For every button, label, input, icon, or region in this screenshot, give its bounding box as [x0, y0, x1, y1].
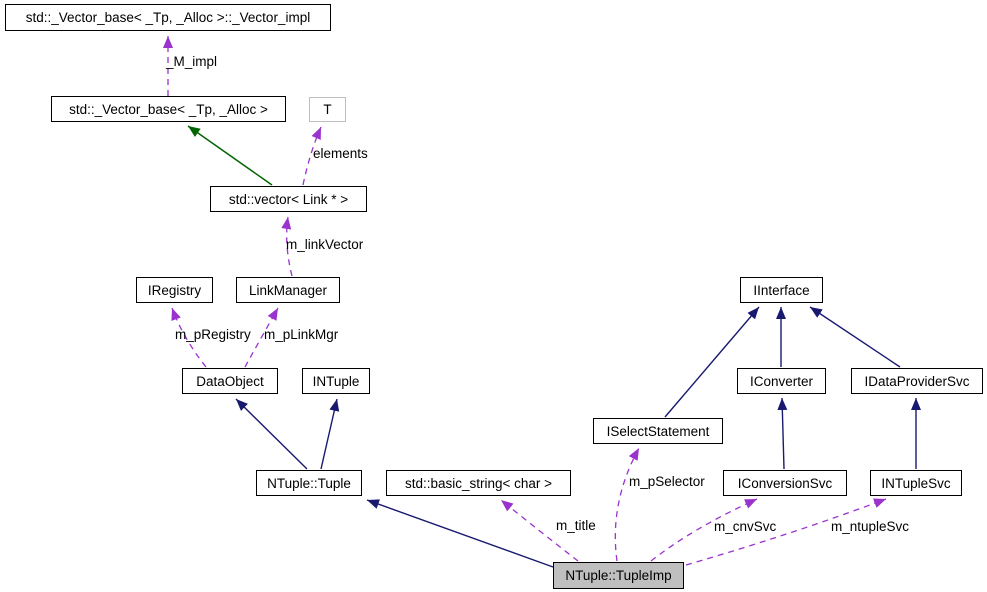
- edge-label-m-pregistry: m_pRegistry: [175, 327, 251, 342]
- class-node-t-param: T: [309, 97, 346, 122]
- edge-m-pselector: [614, 447, 640, 562]
- class-node-ntuple-tupleimp-focus: NTuple::TupleImp: [553, 562, 684, 589]
- class-node-dataobject[interactable]: DataObject: [182, 368, 278, 394]
- edge-m-pregistry: [171, 307, 207, 368]
- edge-m-title: [500, 499, 579, 562]
- edge-label-elements: elements: [313, 146, 368, 161]
- edge-elements: [302, 126, 322, 186]
- edge-m-cnvsvc: [650, 498, 758, 562]
- class-node-basic-string[interactable]: std::basic_string< char >: [386, 470, 571, 496]
- class-node-iselectstatement[interactable]: ISelectStatement: [593, 418, 723, 444]
- edge-label-m-linkvector: m_linkVector: [286, 237, 364, 252]
- edge-m-linkvector: [281, 216, 293, 277]
- class-node-vector-link[interactable]: std::vector< Link * >: [210, 186, 367, 212]
- edge-label-m-ntuplesvc: m_ntupleSvc: [831, 519, 910, 534]
- edge-idataprovidersvc-inherits-iinterface: [809, 306, 901, 368]
- edge-tuple-inherits-dataobject: [235, 398, 308, 470]
- class-node-linkmanager[interactable]: LinkManager: [236, 277, 340, 303]
- class-node-vector-impl[interactable]: std::_Vector_base< _Tp, _Alloc >::_Vecto…: [5, 4, 331, 31]
- edge-m-plinkmgr: [244, 307, 279, 368]
- class-node-intuplesvc[interactable]: INTupleSvc: [870, 470, 962, 496]
- class-node-iinterface[interactable]: IInterface: [740, 277, 823, 303]
- edge-tuple-inherits-intuple: [320, 398, 340, 470]
- edge-label-m-impl: _M_impl: [166, 54, 218, 69]
- class-node-iconversionsvc[interactable]: IConversionSvc: [723, 470, 847, 496]
- class-node-vector-base[interactable]: std::_Vector_base< _Tp, _Alloc >: [51, 96, 286, 122]
- edge-label-m-plinkmgr: m_pLinkMgr: [264, 327, 339, 342]
- edge-label-m-pselector: m_pSelector: [629, 474, 705, 489]
- edge-iconversionsvc-inherits-iconverter: [777, 397, 788, 470]
- edge-iselectstatement-inherits-iinterface: [664, 306, 760, 418]
- class-node-iregistry[interactable]: IRegistry: [136, 277, 213, 303]
- class-node-ntuple-tuple[interactable]: NTuple::Tuple: [256, 470, 362, 496]
- edge-tupleimp-inherits-tuple: [366, 499, 554, 568]
- edge-label-m-title: m_title: [556, 518, 596, 533]
- class-node-iconverter[interactable]: IConverter: [737, 368, 826, 394]
- edge-vector-inherits-vectorbase: [187, 125, 273, 186]
- class-node-idataprovidersvc[interactable]: IDataProviderSvc: [851, 368, 983, 394]
- edge-m-ntuplesvc: [685, 498, 887, 566]
- edge-label-m-cnvsvc: m_cnvSvc: [714, 519, 777, 534]
- class-node-intuple[interactable]: INTuple: [302, 368, 370, 394]
